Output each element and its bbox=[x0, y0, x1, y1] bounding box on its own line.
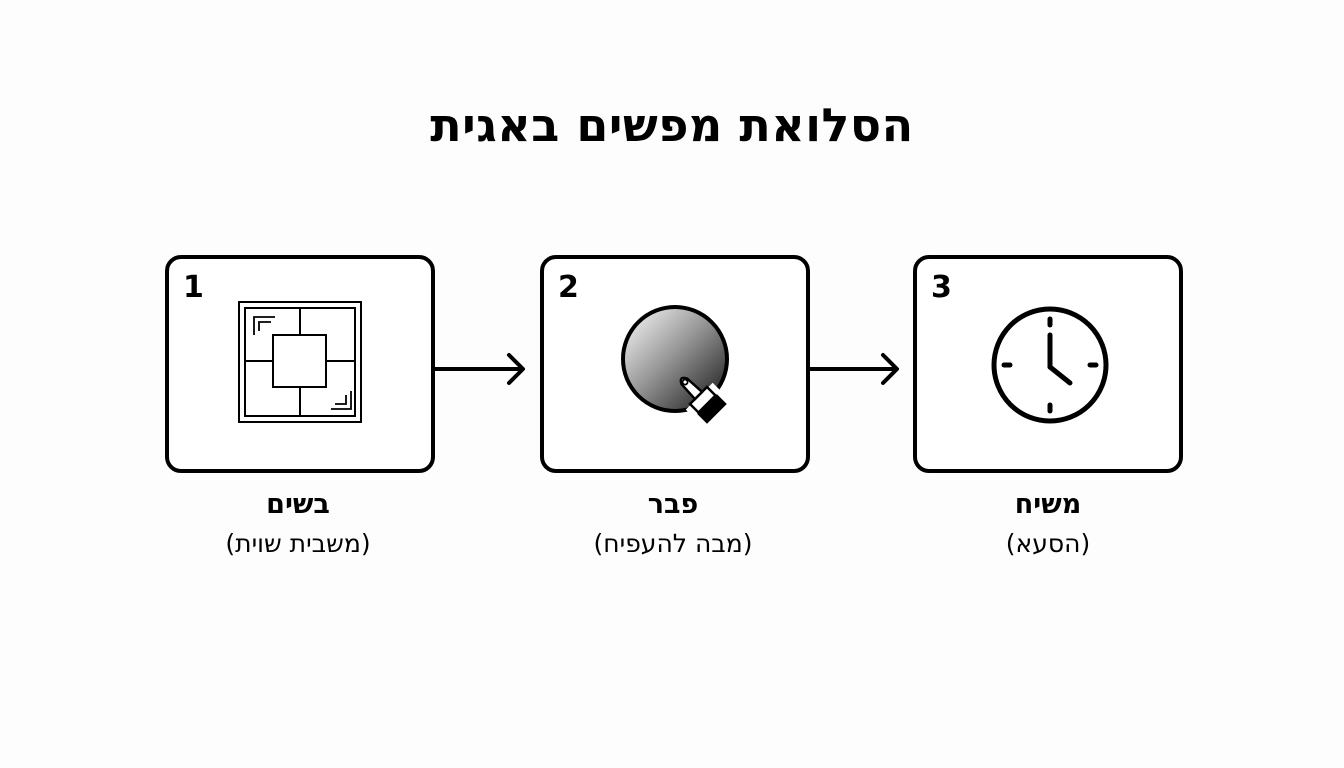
step-box-1: 1 bbox=[165, 255, 435, 473]
step-number: 2 bbox=[558, 270, 579, 305]
diagram-title: הסלואת מפשים באגית bbox=[430, 98, 914, 152]
step-subtitle: (מבה להעפיח) bbox=[593, 529, 753, 558]
step-box-3: 3 bbox=[913, 255, 1183, 473]
step-title: פבר bbox=[647, 489, 699, 520]
step-box-2: 2 bbox=[540, 255, 810, 473]
clock-icon bbox=[991, 306, 1109, 424]
arrow-right-icon bbox=[807, 353, 899, 385]
step-number: 3 bbox=[931, 270, 952, 305]
window-frame-icon bbox=[238, 301, 362, 423]
step-label-3: משיח (הסעא) bbox=[908, 486, 1188, 562]
step-subtitle: (הסעא) bbox=[1005, 529, 1091, 558]
step-subtitle: (משבית שוית) bbox=[225, 529, 371, 558]
step-number: 1 bbox=[183, 270, 204, 305]
step-label-2: פבר (מבה להעפיח) bbox=[533, 486, 813, 562]
step-label-1: בשים (משבית שוית) bbox=[158, 486, 438, 562]
arrow-right-icon bbox=[433, 353, 525, 385]
step-title: בשים bbox=[266, 489, 330, 520]
gradient-sphere-paintbrush-icon bbox=[621, 305, 732, 429]
step-title: משיח bbox=[1014, 489, 1082, 520]
